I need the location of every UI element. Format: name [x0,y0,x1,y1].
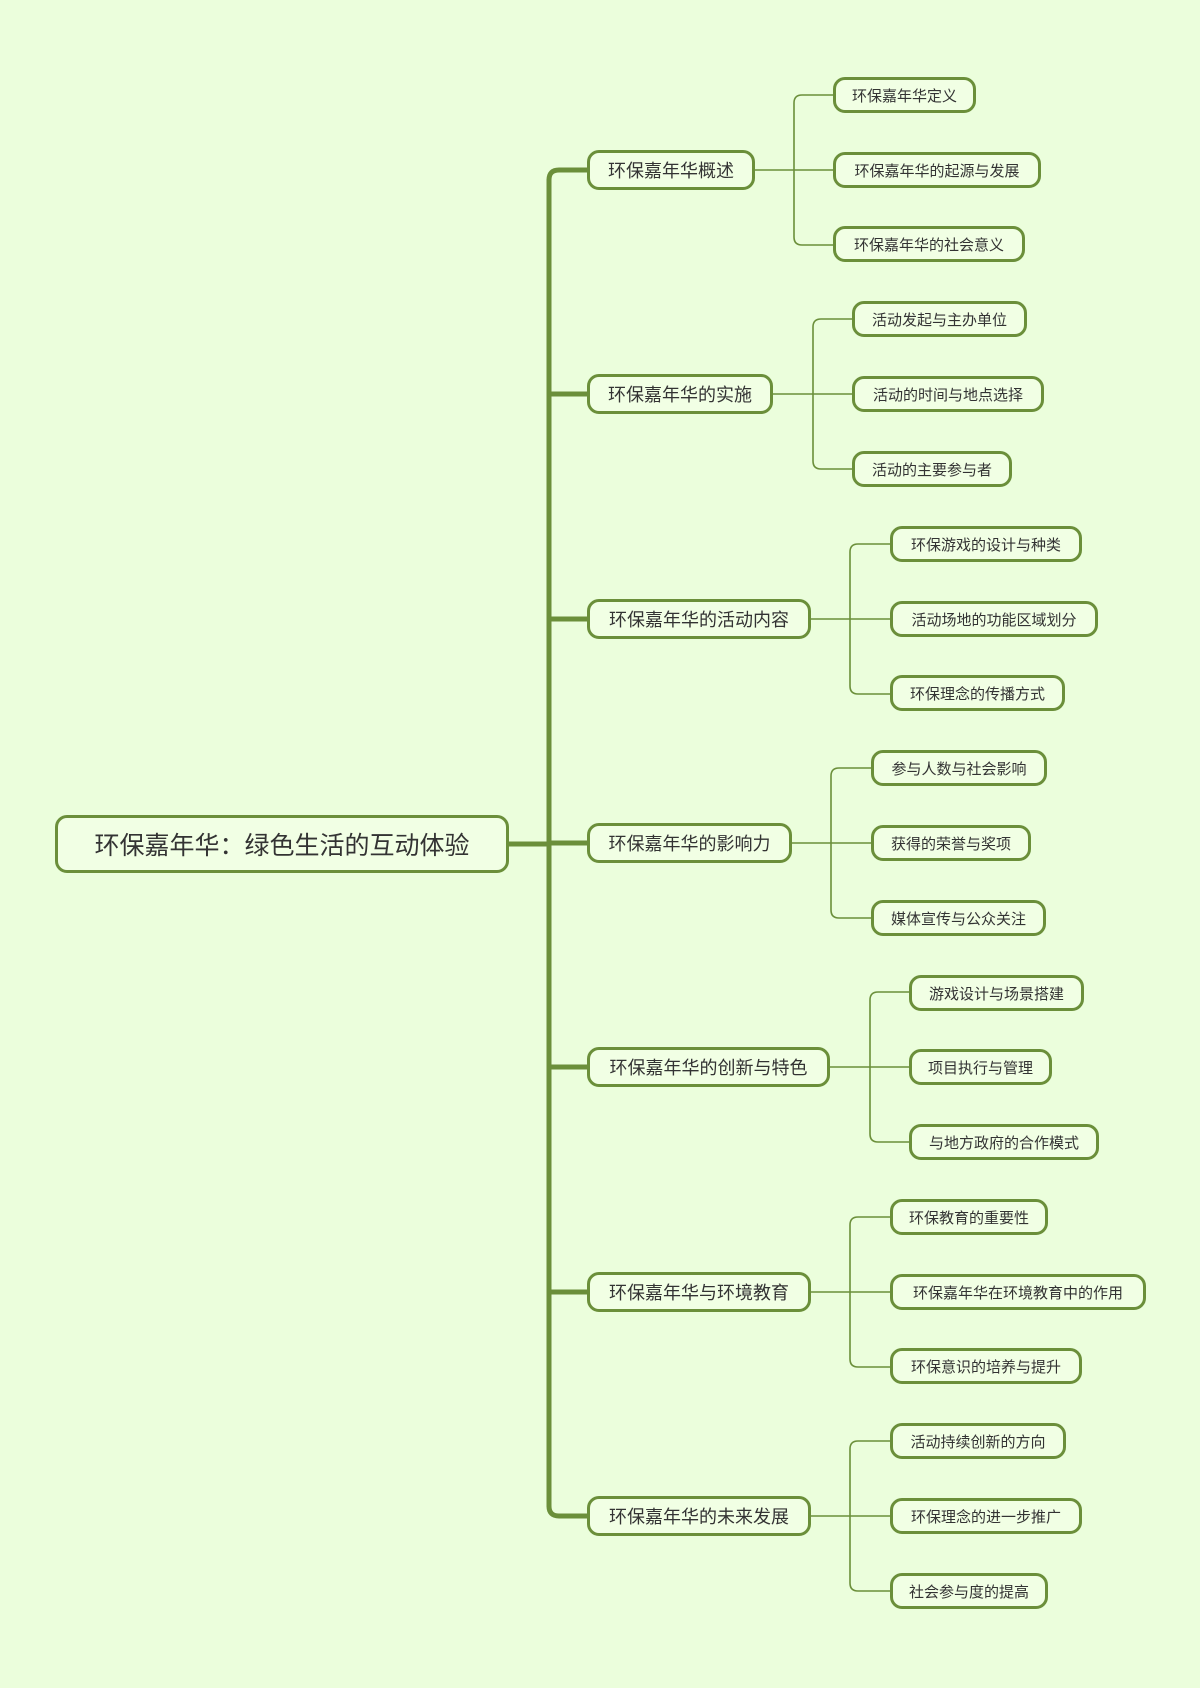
central-topic[interactable]: 环保嘉年华：绿色生活的互动体验 [55,815,509,873]
leaf-influence-participation[interactable]: 参与人数与社会影响 [871,750,1047,786]
leaf-influence-media[interactable]: 媒体宣传与公众关注 [871,900,1046,936]
leaf-bracket-2 [849,543,891,695]
leaf-activities-games[interactable]: 环保游戏的设计与种类 [890,526,1082,562]
leaf-future-promotion[interactable]: 环保理念的进一步推广 [890,1498,1082,1534]
leaf-bracket-5 [849,1216,891,1368]
leaf-implementation-participants[interactable]: 活动的主要参与者 [852,451,1012,487]
leaf-bracket-6 [849,1440,891,1592]
branch-overview[interactable]: 环保嘉年华概述 [587,150,755,190]
leaf-bracket-4 [869,991,910,1143]
leaf-implementation-time-place[interactable]: 活动的时间与地点选择 [852,376,1044,412]
leaf-overview-significance[interactable]: 环保嘉年华的社会意义 [833,226,1025,262]
branch-activities[interactable]: 环保嘉年华的活动内容 [587,599,811,639]
leaf-innovation-scene-design[interactable]: 游戏设计与场景搭建 [909,975,1084,1011]
branch-education[interactable]: 环保嘉年华与环境教育 [587,1272,811,1312]
leaf-bracket-1 [812,318,853,470]
leaf-education-importance[interactable]: 环保教育的重要性 [890,1199,1048,1235]
leaf-activities-zones[interactable]: 活动场地的功能区域划分 [890,601,1098,637]
leaf-bracket-0 [793,94,834,246]
branch-future[interactable]: 环保嘉年华的未来发展 [587,1496,811,1536]
leaf-innovation-government[interactable]: 与地方政府的合作模式 [909,1124,1099,1160]
branch-influence[interactable]: 环保嘉年华的影响力 [587,823,792,863]
branch-implementation[interactable]: 环保嘉年华的实施 [587,374,773,414]
leaf-future-innovation[interactable]: 活动持续创新的方向 [890,1423,1066,1459]
leaf-implementation-organizers[interactable]: 活动发起与主办单位 [852,301,1027,337]
branch-connector-6 [546,1503,590,1519]
leaf-activities-communication[interactable]: 环保理念的传播方式 [890,675,1065,711]
leaf-education-role[interactable]: 环保嘉年华在环境教育中的作用 [890,1274,1146,1310]
branch-innovation[interactable]: 环保嘉年华的创新与特色 [587,1047,830,1087]
leaf-influence-awards[interactable]: 获得的荣誉与奖项 [871,825,1031,861]
leaf-future-engagement[interactable]: 社会参与度的提高 [890,1573,1048,1609]
leaf-education-awareness[interactable]: 环保意识的培养与提升 [890,1348,1082,1384]
leaf-bracket-3 [830,767,872,919]
leaf-overview-definition[interactable]: 环保嘉年华定义 [833,77,976,113]
leaf-overview-origin[interactable]: 环保嘉年华的起源与发展 [833,152,1041,188]
branch-connector-0 [546,167,590,183]
leaf-innovation-management[interactable]: 项目执行与管理 [909,1049,1052,1085]
